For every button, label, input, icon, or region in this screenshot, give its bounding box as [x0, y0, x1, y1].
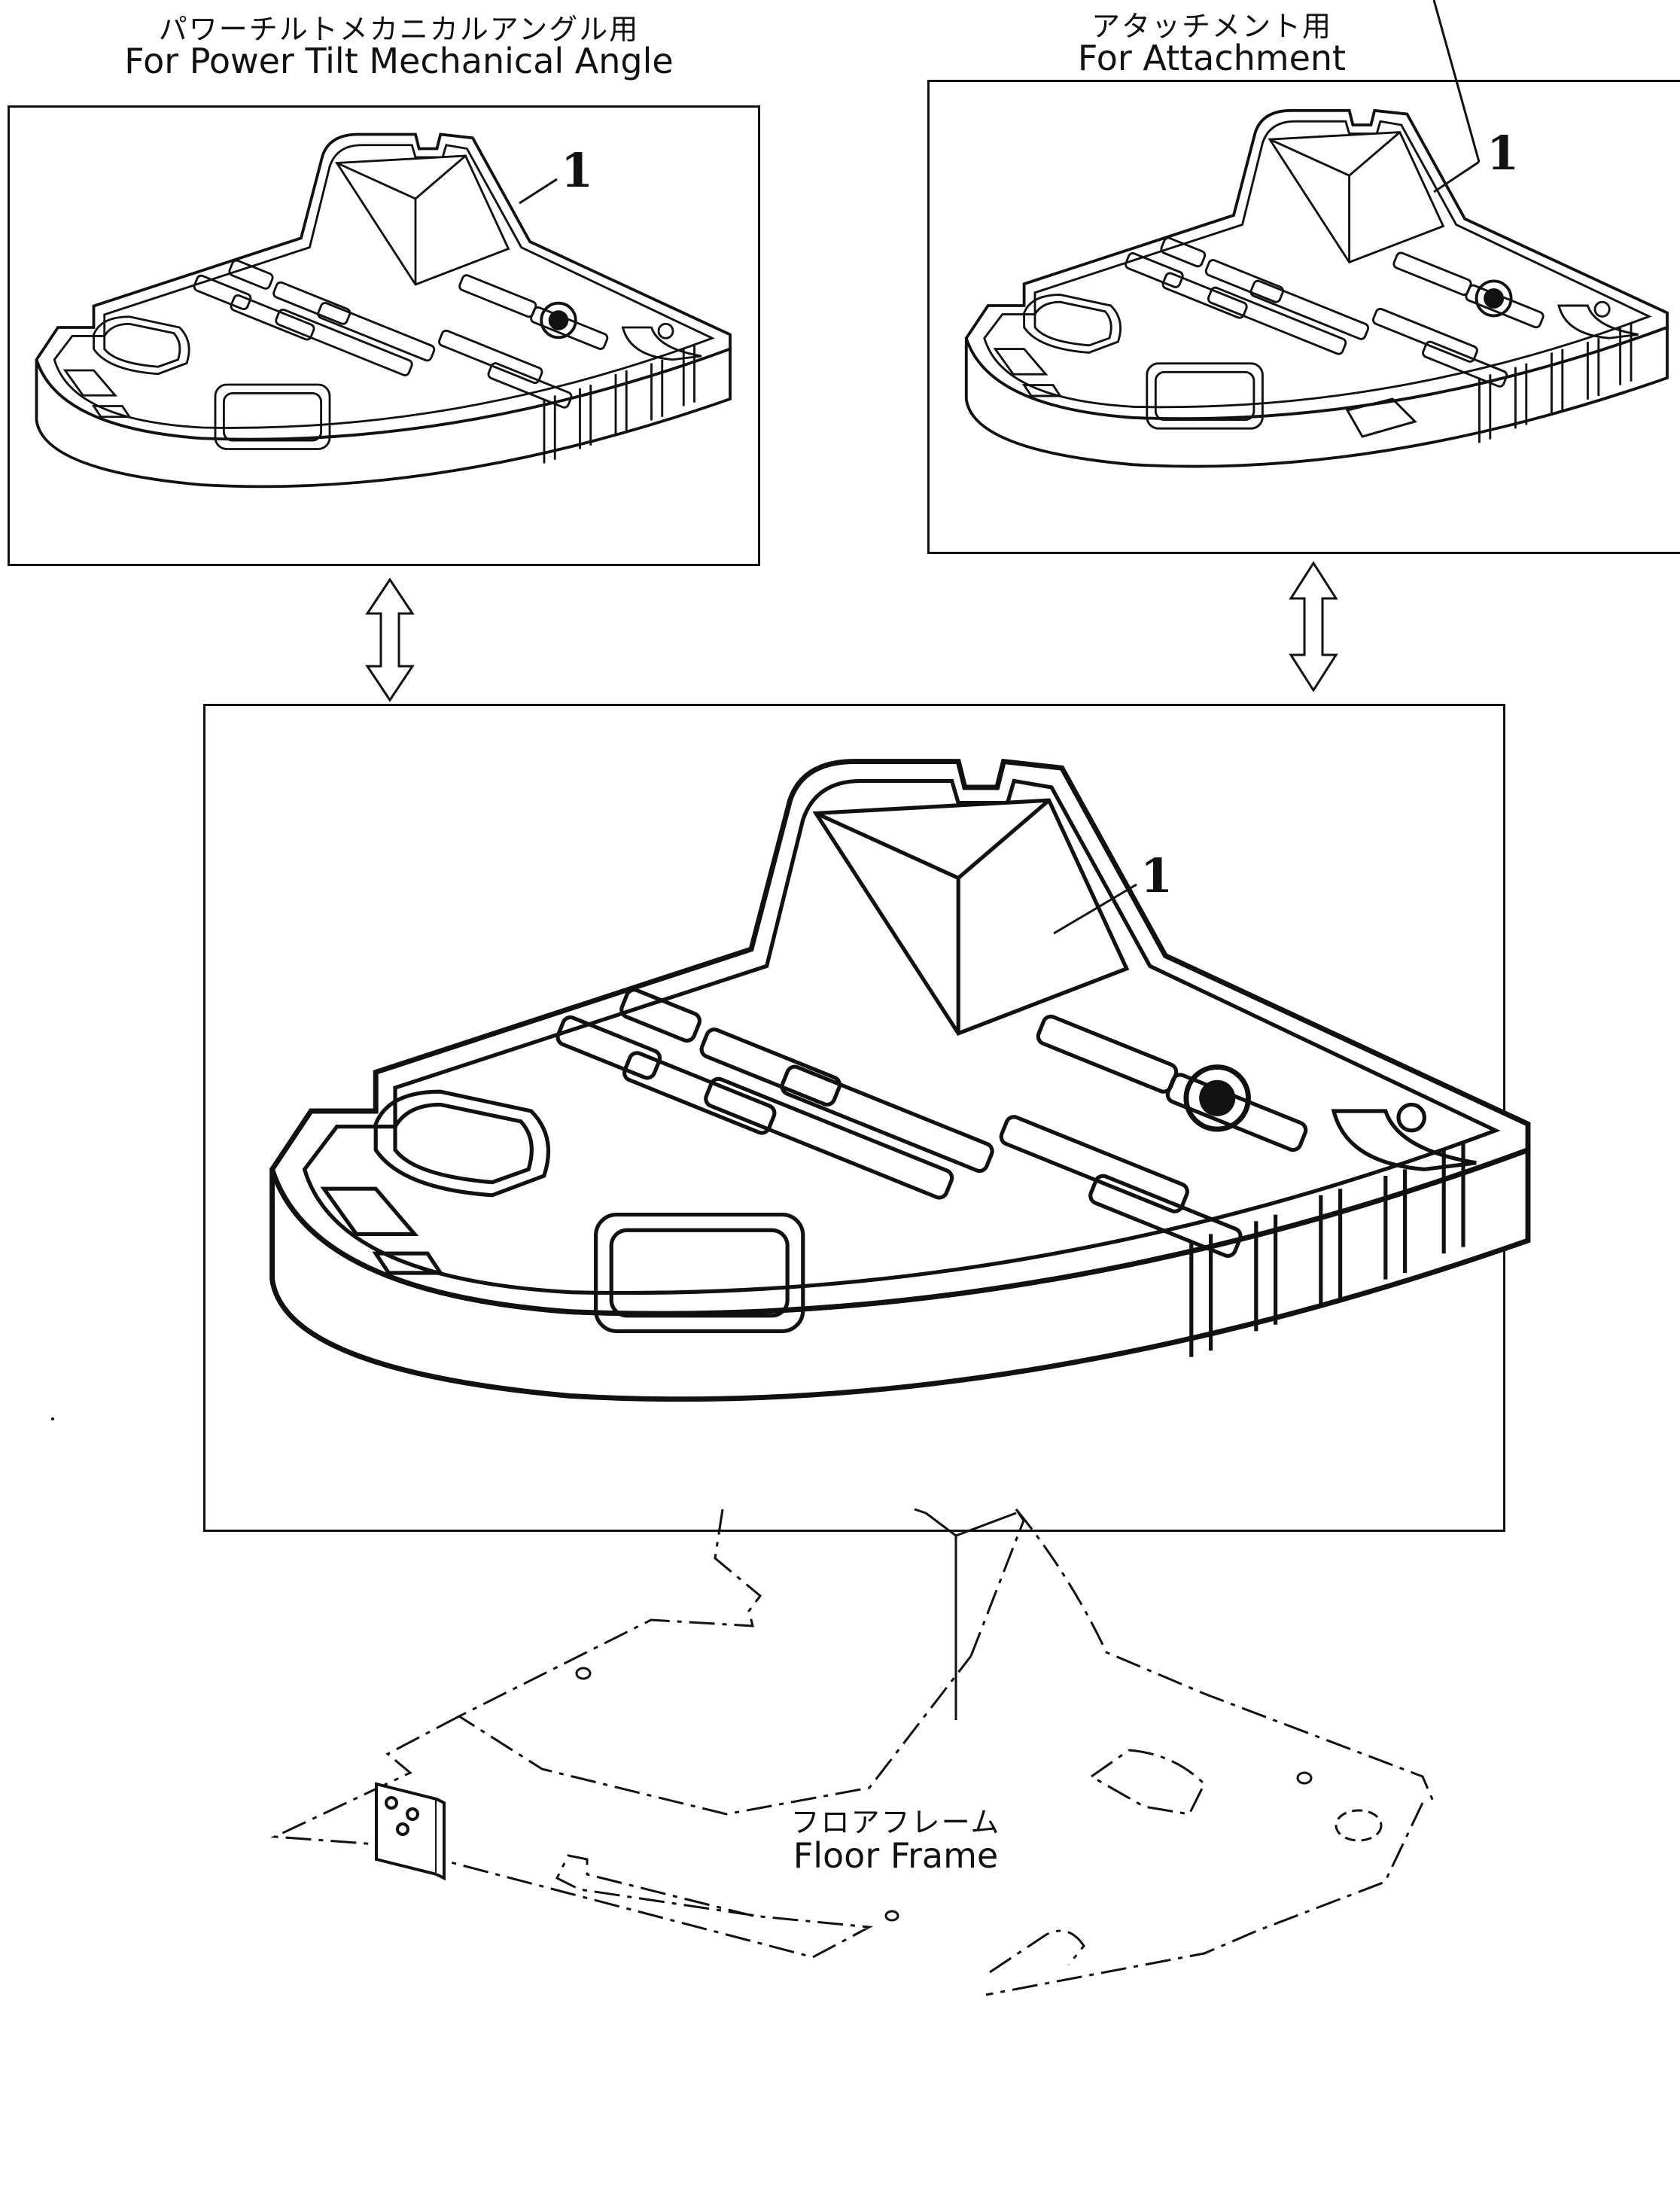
double-arrow-icon	[365, 577, 415, 702]
floor-frame-label-jp: フロアフレーム	[790, 1806, 1001, 1839]
floor-frame-bracket	[375, 1782, 446, 1881]
top-right-title-en: For Attachment	[1077, 38, 1347, 78]
top-left-title-jp: パワーチルトメカニカルアングル用	[158, 13, 640, 46]
top-left-title-en: For Power Tilt Mechanical Angle	[124, 41, 674, 81]
floor-mat-power-tilt	[35, 132, 732, 489]
part-number-top-left: 1	[561, 143, 593, 198]
part-number-top-right: 1	[1487, 126, 1519, 181]
floor-mat-main	[272, 762, 1528, 1399]
floor-mat-attachment	[964, 108, 1669, 468]
top-right-title-jp: アタッチメント用	[1091, 10, 1332, 43]
floor-frame-label-en: Floor Frame	[793, 1835, 999, 1876]
floor-frame-outline	[270, 1509, 1435, 1996]
part-number-center: 1	[1140, 848, 1173, 903]
double-arrow-icon	[1289, 561, 1338, 693]
